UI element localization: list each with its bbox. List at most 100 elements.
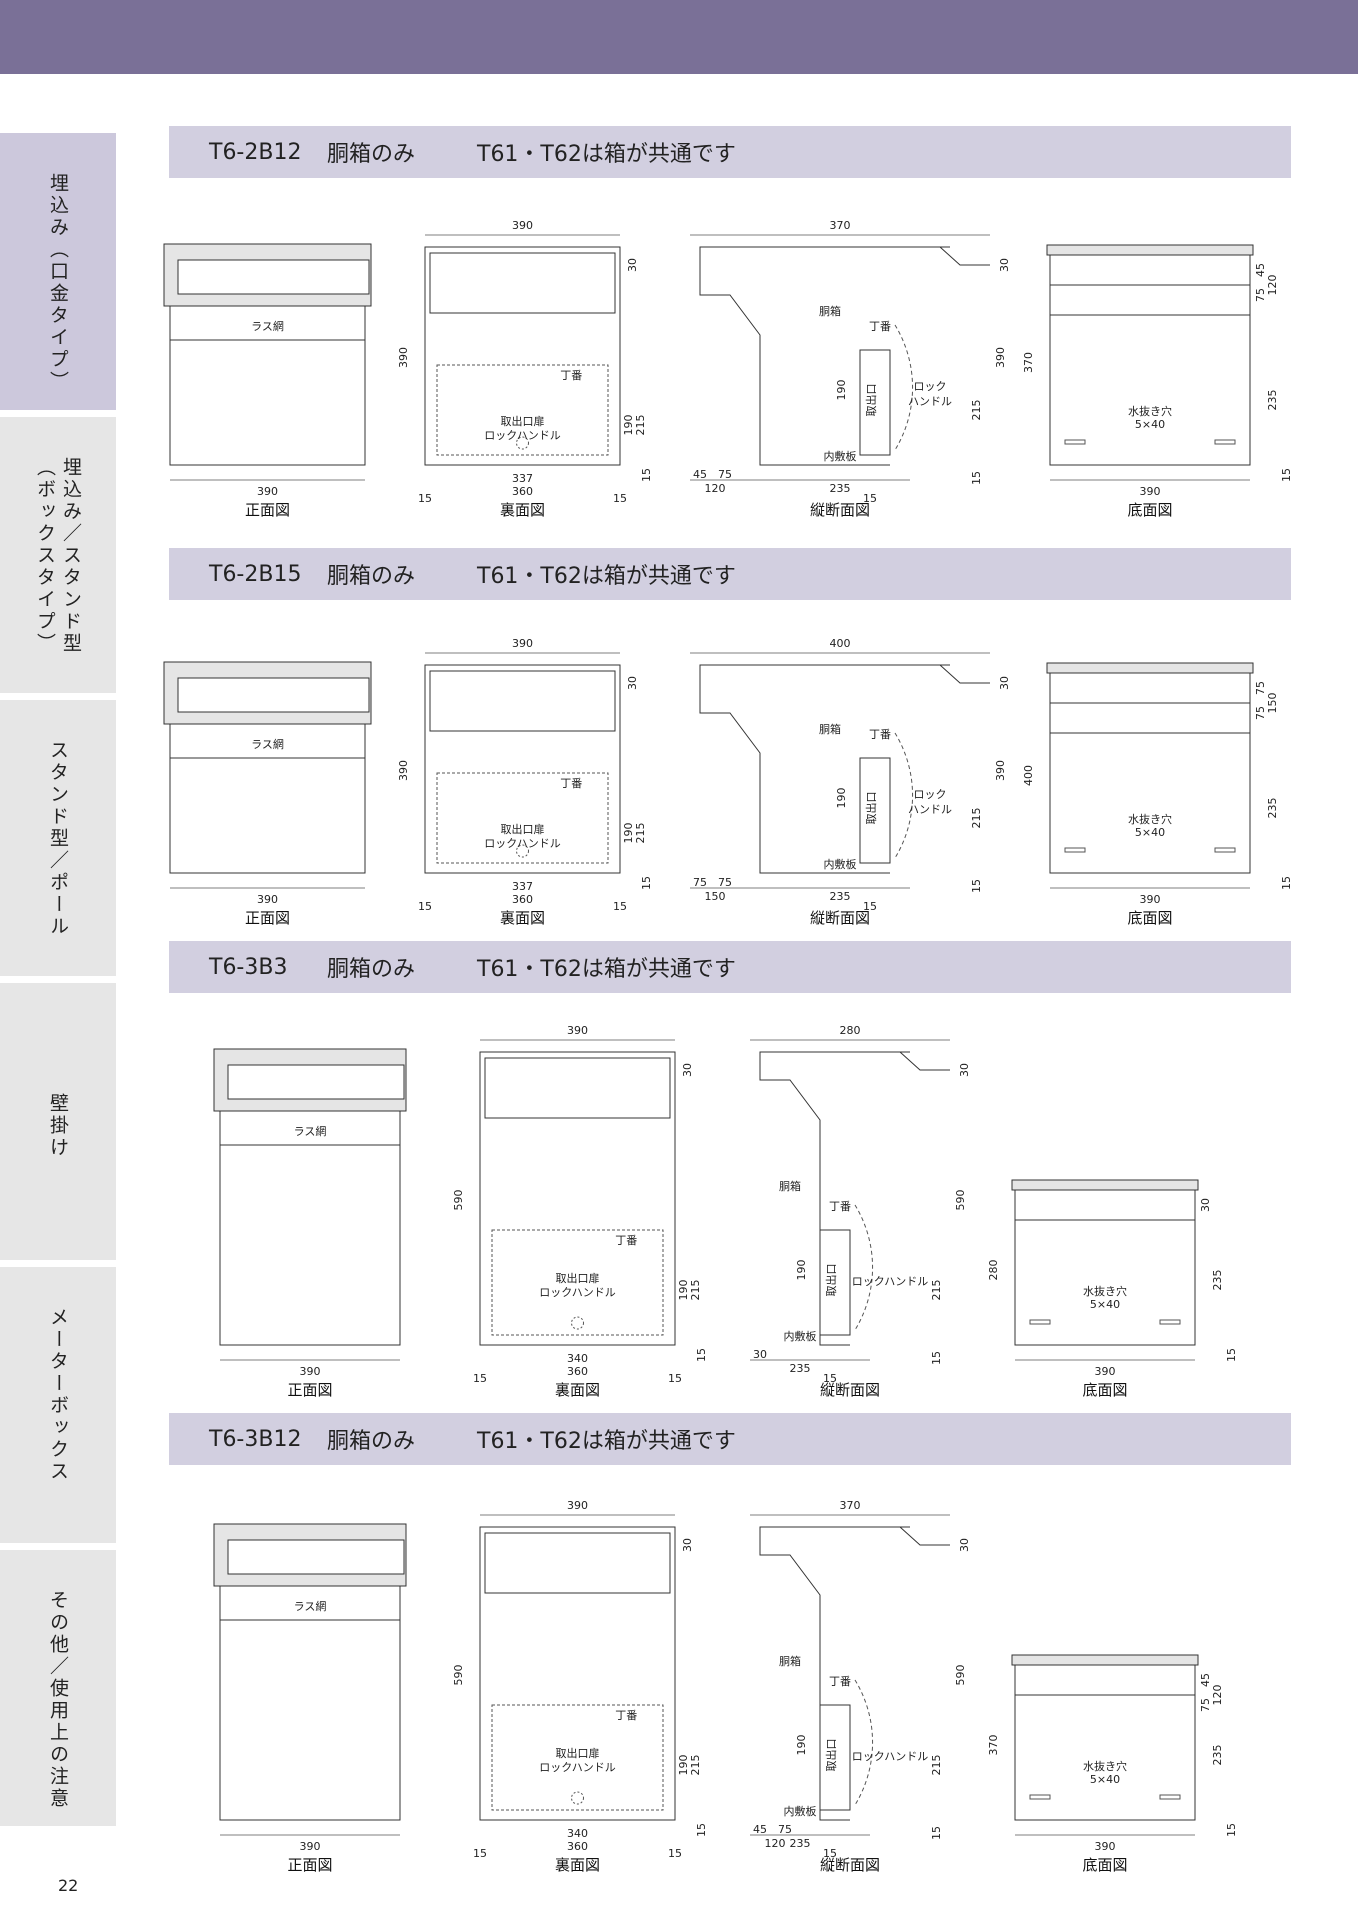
model-note: T61・T62は箱が共通です [477,957,736,982]
view-label-section: 縦断面図 [820,1856,880,1874]
model-subtitle: 胴箱のみ [327,142,416,167]
dim-bottom-15: 15 [1280,468,1293,482]
handle-label: ロックハンドル [484,837,560,850]
drain-label: 水抜き穴 [1128,404,1172,418]
side-tab-wall[interactable]: 壁掛け [0,983,116,1260]
dim-bottom-b: 75 [1199,1698,1212,1712]
dim-bottom-235: 235 [1266,390,1279,411]
view-label-back: 裏面図 [555,1381,600,1399]
drain-size-label: 5×40 [1090,1298,1120,1311]
dim-section-width: 280 [840,1024,861,1037]
view-label-section: 縦断面図 [810,909,870,927]
dim-bottom-width: 390 [1095,1840,1116,1853]
dim-bottom-width: 390 [1095,1365,1116,1378]
dim-section-30: 30 [958,1538,971,1552]
view-label-bottom: 底面図 [1082,1856,1127,1874]
inner-board-label: 内敷板 [824,449,857,463]
dim-section-15: 15 [970,471,983,485]
dim-section-215: 215 [930,1280,943,1301]
side-tab-embedded-box[interactable]: 埋込み／スタンド型（ボックスタイプ） [0,417,116,693]
dim-back-15-left: 15 [418,900,432,913]
dim-section-190: 190 [795,1735,808,1756]
handle-label: ロックハンドル [539,1286,615,1299]
dim-back-15: 15 [640,468,653,482]
side-tab-label: メーターボックス [47,1307,69,1483]
section-header: T6-2B12 胴箱のみ T61・T62は箱が共通です [169,126,1291,178]
dim-bottom-width: 390 [1140,485,1161,498]
dim-bottom-15: 15 [1280,876,1293,890]
dim-back-inner: 340 [567,1352,588,1365]
dim-bottom-235: 235 [1211,1270,1224,1291]
view-label-back: 裏面図 [500,501,545,519]
dim-back-215: 215 [689,1755,702,1776]
dim-section-190: 190 [835,380,848,401]
dim-bottom-15: 15 [1225,1348,1238,1362]
model-code: T6-2B15 [209,561,302,587]
dim-back-15-left: 15 [473,1847,487,1860]
lock-handle-label: ハンドル [908,803,952,816]
dim-back-width: 390 [567,1024,588,1037]
dim-section-c: 120 [765,1837,786,1850]
dim-back-15-left: 15 [418,492,432,505]
dim-bottom-a: 45 [1254,263,1267,277]
dim-section-215: 215 [970,808,983,829]
body-label: 胴箱 [819,304,841,318]
outlet-label: 取出口 [864,792,878,825]
dim-section-235: 235 [830,482,851,495]
dim-back-190: 190 [677,1280,690,1301]
dim-back-15-right: 15 [613,900,627,913]
dim-back-inner: 340 [567,1827,588,1840]
body-label: 胴箱 [819,722,841,736]
lock-handle-label: ロックハンドル [852,1750,928,1763]
dim-section-30: 30 [998,676,1011,690]
dim-back-360: 360 [567,1840,588,1853]
view-label-front: 正面図 [245,909,290,927]
dim-back-360: 360 [512,893,533,906]
dim-back-width: 390 [567,1499,588,1512]
dim-section-190: 190 [795,1260,808,1281]
dim-back-190: 190 [622,823,635,844]
dim-back-height: 390 [397,760,410,781]
dim-back-215: 215 [634,823,647,844]
mesh-label: ラス網 [294,1599,327,1613]
dim-section-15-bottom: 15 [863,900,877,913]
drain-label: 水抜き穴 [1128,812,1172,826]
dim-section-a: 45 [753,1823,767,1836]
drain-size-label: 5×40 [1090,1773,1120,1786]
outlet-label: 取出口 [824,1739,838,1772]
view-label-back: 裏面図 [555,1856,600,1874]
dim-bottom-height: 280 [987,1260,1000,1281]
dim-back-190: 190 [677,1755,690,1776]
dim-front-width: 390 [257,893,278,906]
hinge-label: 丁番 [869,320,891,333]
view-label-section: 縦断面図 [810,501,870,519]
dim-back-width: 390 [512,637,533,650]
section-header: T6-3B3 胴箱のみ T61・T62は箱が共通です [169,941,1291,993]
side-tab-stand-pole[interactable]: スタンド型／ポール [0,700,116,976]
side-tab-embedded-mouth[interactable]: 埋込み（口金タイプ） [0,133,116,410]
dim-front-width: 390 [300,1365,321,1378]
dim-bottom-c: 120 [1266,275,1279,296]
model-code: T6-3B12 [209,1426,302,1452]
model-subtitle: 胴箱のみ [327,1429,416,1454]
mesh-label: ラス網 [251,737,284,751]
dim-bottom-width: 390 [1140,893,1161,906]
side-tab-other[interactable]: その他／使用上の注意 [0,1550,116,1826]
dim-back-30: 30 [626,258,639,272]
inner-board-label: 内敷板 [784,1804,817,1818]
side-tab-meter-box[interactable]: メーターボックス [0,1267,116,1543]
hinge-label: 丁番 [615,1234,637,1247]
inner-board-label: 内敷板 [784,1329,817,1343]
side-tab-label: 埋込み／スタンド型（ボックスタイプ） [34,457,82,655]
dim-section-190: 190 [835,788,848,809]
